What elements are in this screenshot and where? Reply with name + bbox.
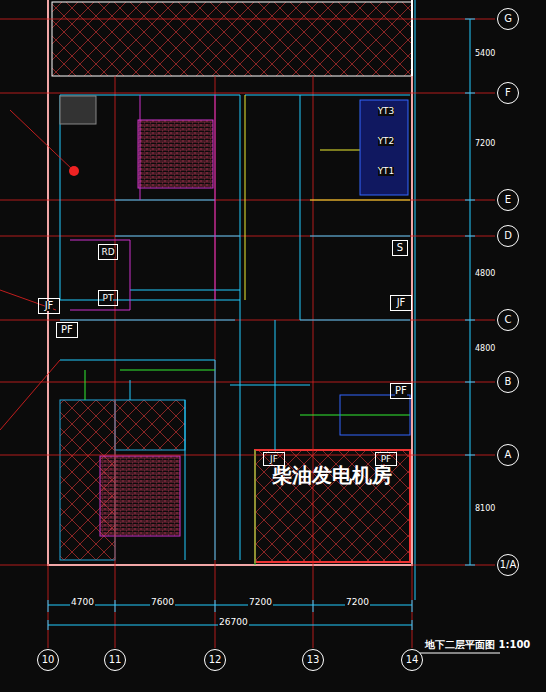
grid-bubble: 1/A [497, 554, 519, 576]
room-label: E [505, 195, 511, 205]
dimension-text: 7200 [474, 140, 496, 148]
dimension-text: 5400 [474, 50, 496, 58]
grid-bubble: 13 [302, 649, 324, 671]
dimension-text: 26700 [218, 618, 249, 627]
room-tag: PF [375, 452, 397, 466]
grid-bubble: C [497, 309, 519, 331]
room-tag: YT1 [374, 164, 398, 178]
grid-bubble: 14 [401, 649, 423, 671]
room-tag: S [392, 240, 408, 256]
room-label: 10 [42, 655, 55, 665]
dimension-text: 8100 [474, 505, 496, 513]
room-label: PF [395, 386, 407, 396]
room-tag: JF [263, 452, 285, 466]
room-label: JF [270, 455, 278, 464]
drawing-title: 地下二层平面图 1:100 [424, 640, 531, 650]
room-tag: PF [56, 322, 78, 338]
room-tag: YT3 [374, 104, 398, 118]
room-label: A [505, 450, 512, 460]
room-label: RD [101, 248, 114, 257]
dimension-text: 7600 [150, 598, 175, 607]
room-label: YT3 [378, 107, 395, 116]
room-label: 13 [307, 655, 320, 665]
room-label: 11 [109, 655, 122, 665]
room-label: YT1 [378, 167, 395, 176]
room-label: F [505, 88, 511, 98]
grid-bubble: E [497, 189, 519, 211]
grid-bubble: 11 [104, 649, 126, 671]
room-tag: JF [38, 298, 60, 314]
room-label: 12 [209, 655, 222, 665]
dimension-text: 4800 [474, 345, 496, 353]
room-tag: PT [98, 290, 118, 306]
room-label: 14 [406, 655, 419, 665]
grid-bubble: B [497, 371, 519, 393]
grid-bubble: 12 [204, 649, 226, 671]
room-tag: YT2 [374, 134, 398, 148]
dimension-text: 7200 [345, 598, 370, 607]
room-label: D [504, 231, 512, 241]
grid-bubble: A [497, 444, 519, 466]
grid-bubble: F [497, 82, 519, 104]
grid-bubble: D [497, 225, 519, 247]
room-label: G [504, 14, 512, 24]
dimension-text: 4700 [70, 598, 95, 607]
room-label: PT [103, 294, 114, 303]
grid-bubble: 10 [37, 649, 59, 671]
room-label: 柴油发电机房 [272, 465, 392, 485]
dimension-text: 4800 [474, 270, 496, 278]
room-tag: PF [390, 383, 412, 399]
room-label: C [505, 315, 512, 325]
room-label: 1/A [500, 560, 517, 570]
room-label: JF [397, 298, 406, 308]
grid-bubble: G [497, 8, 519, 30]
room-label: B [505, 377, 512, 387]
room-label: S [397, 243, 403, 253]
dimension-text: 7200 [248, 598, 273, 607]
room-label: YT2 [378, 137, 395, 146]
room-label: PF [381, 455, 392, 464]
room-tag: JF [390, 295, 412, 311]
room-label: JF [45, 301, 54, 311]
room-label: PF [61, 325, 73, 335]
room-tag: RD [98, 244, 118, 260]
